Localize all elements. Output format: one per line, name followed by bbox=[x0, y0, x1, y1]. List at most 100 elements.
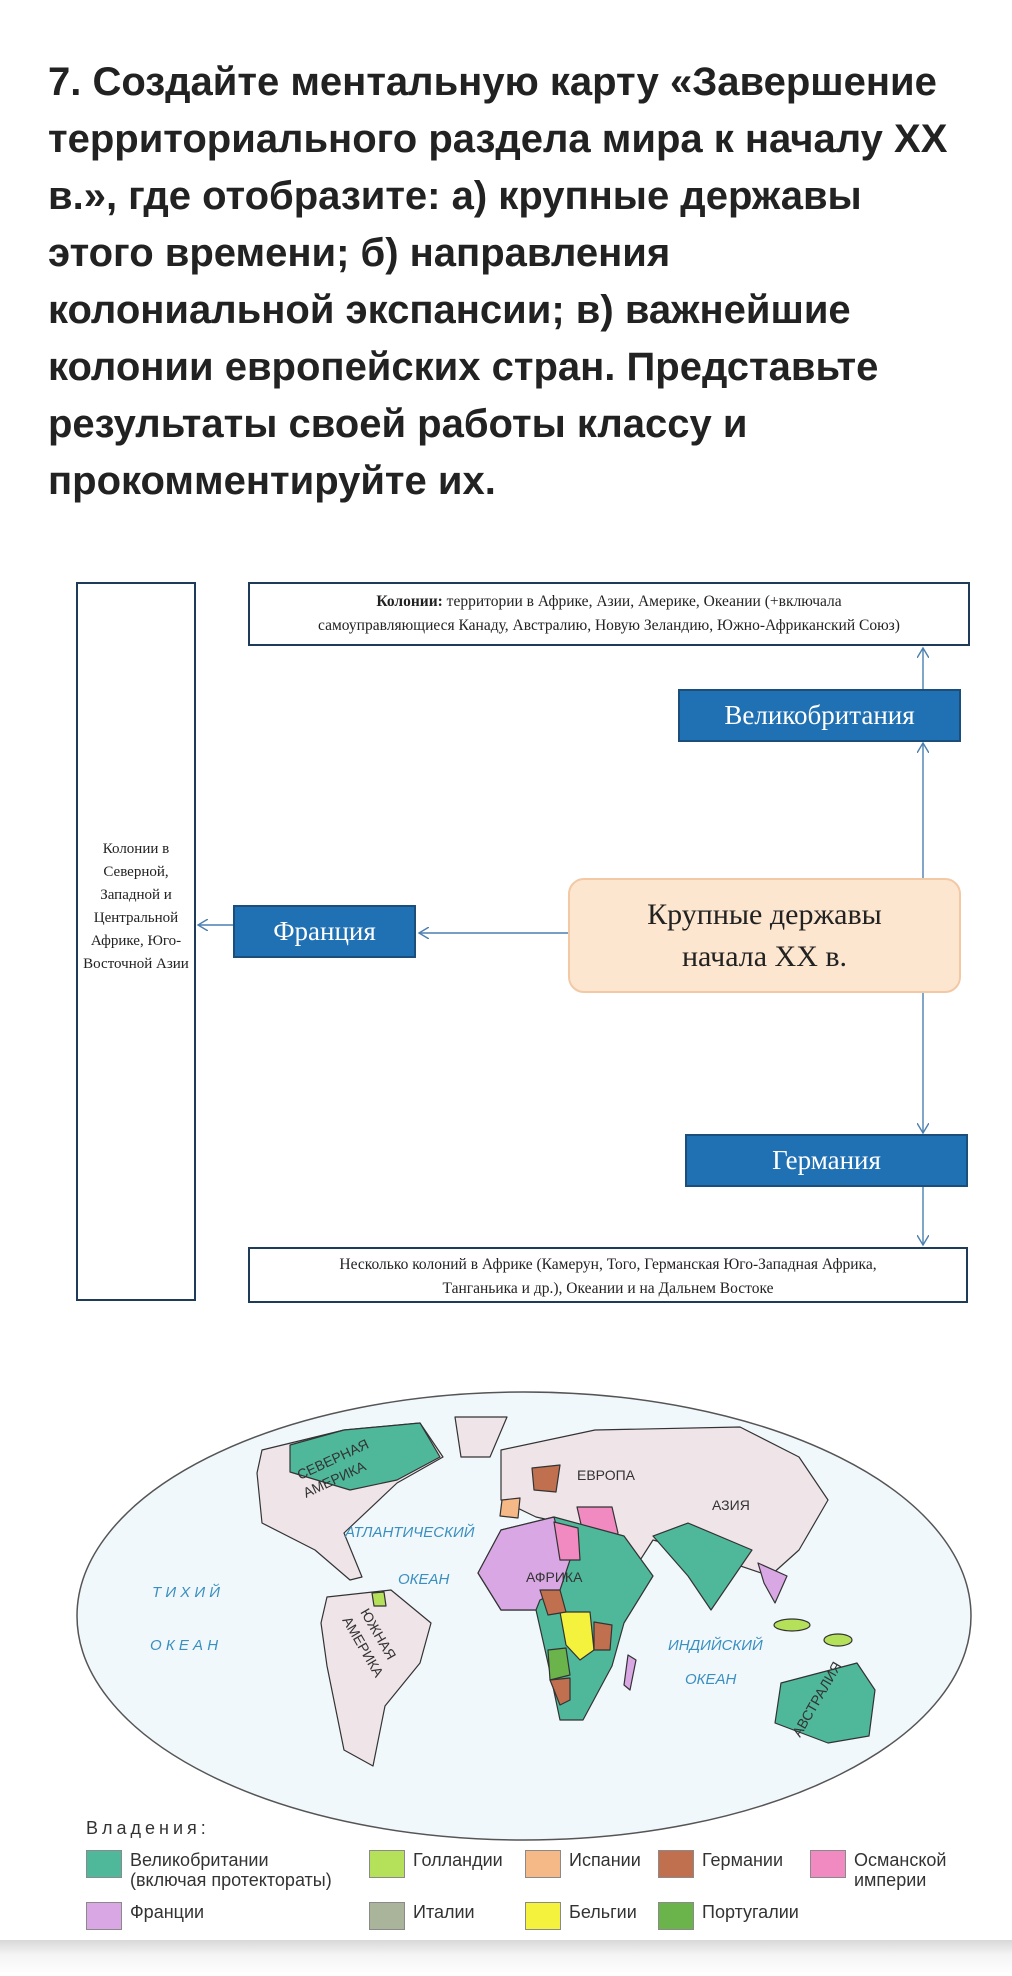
germany-colonies-line: Танганьика и др.), Океании и на Дальнем … bbox=[442, 1280, 774, 1297]
germany-europe bbox=[531, 1464, 561, 1493]
label-indian: ИНДИЙСКИЙ bbox=[668, 1636, 763, 1654]
center-line: Крупные державы bbox=[647, 897, 882, 931]
ottoman bbox=[576, 1506, 619, 1561]
legend-label-line: Османской bbox=[854, 1850, 947, 1870]
africa-germany-east bbox=[593, 1621, 613, 1651]
canada-british bbox=[289, 1422, 441, 1491]
legend-label-line: Германии bbox=[702, 1850, 783, 1870]
legend-label: Голландии bbox=[413, 1850, 503, 1870]
center-node: Крупные державы начала XX в. bbox=[568, 878, 961, 993]
legend-label: Испании bbox=[569, 1850, 641, 1870]
legend-item: Бельгии bbox=[525, 1902, 637, 1930]
france-colonies-text: Колонии в Северной, Западной и Центральн… bbox=[83, 840, 189, 972]
label-australia: АВСТРАЛИЯ bbox=[789, 1659, 845, 1740]
legend-label-line: Италии bbox=[413, 1902, 475, 1922]
label-europe: ЕВРОПА bbox=[577, 1467, 636, 1483]
africa-portugal bbox=[547, 1647, 571, 1681]
legend-swatch bbox=[525, 1902, 561, 1930]
legend-label-line: Бельгии bbox=[569, 1902, 637, 1922]
legend-label-line: Испании bbox=[569, 1850, 641, 1870]
legend-swatch bbox=[369, 1850, 405, 1878]
eurasia bbox=[500, 1426, 829, 1577]
africa-germany-sw bbox=[549, 1677, 571, 1706]
task-line: прокомментируйте их. bbox=[48, 459, 496, 503]
legend-label-line: империи bbox=[854, 1870, 927, 1890]
germany-node: Германия bbox=[685, 1134, 968, 1187]
map-ocean bbox=[76, 1391, 972, 1841]
indochina-french bbox=[757, 1562, 788, 1604]
legend-label: Великобритании(включая протектораты) bbox=[130, 1850, 332, 1890]
indonesia-dutch bbox=[823, 1633, 853, 1647]
legend-swatch bbox=[86, 1850, 122, 1878]
label-north-america: АМЕРИКА bbox=[301, 1458, 369, 1501]
guiana bbox=[371, 1591, 387, 1607]
task-line: колониальной экспансии; в) важнейшие bbox=[48, 288, 851, 332]
legend-label-line: Франции bbox=[130, 1902, 205, 1922]
task-line: результаты своей работы классу и bbox=[48, 402, 748, 446]
diagram-arrows bbox=[0, 0, 1012, 1320]
label-asia: АЗИЯ bbox=[712, 1497, 750, 1513]
legend-label-line: Великобритании bbox=[130, 1850, 269, 1870]
legend-swatch bbox=[658, 1902, 694, 1930]
legend-swatch bbox=[658, 1850, 694, 1878]
legend-label-line: (включая протектораты) bbox=[130, 1870, 332, 1890]
britain-colonies-box: Колонии: территории в Африке, Азии, Амер… bbox=[248, 582, 970, 646]
germany-colonies-box: Несколько колоний в Африке (Камерун, Тог… bbox=[248, 1247, 968, 1303]
task-line: этого времени; б) направления bbox=[48, 231, 671, 275]
legend-label: Бельгии bbox=[569, 1902, 637, 1922]
legend-label: Италии bbox=[413, 1902, 475, 1922]
label-africa: АФРИКА bbox=[526, 1569, 583, 1585]
legend-item: Германии bbox=[658, 1850, 783, 1878]
task-line: в.», где отобразите: а) крупные державы bbox=[48, 174, 862, 218]
spain bbox=[499, 1497, 521, 1519]
label-south-america: ЮЖНАЯ bbox=[357, 1606, 399, 1663]
legend-item: Великобритании(включая протектораты) bbox=[86, 1850, 332, 1890]
greenland bbox=[454, 1416, 508, 1458]
north-america bbox=[256, 1422, 444, 1581]
colonies-bold-label: Колонии: bbox=[376, 593, 443, 610]
legend-swatch bbox=[86, 1902, 122, 1930]
germany-colonies-line: Несколько колоний в Африке (Камерун, Тог… bbox=[339, 1256, 877, 1273]
legend-item: Италии bbox=[369, 1902, 475, 1930]
africa-france bbox=[477, 1516, 571, 1611]
france-node: Франция bbox=[233, 905, 416, 958]
madagascar bbox=[623, 1654, 637, 1691]
task-line: 7. Создайте ментальную карту «Завершение bbox=[48, 60, 937, 104]
britain-node: Великобритания bbox=[678, 689, 961, 742]
legend-label-line: Португалии bbox=[702, 1902, 799, 1922]
legend-item: Португалии bbox=[658, 1902, 799, 1930]
label-atlantic: АТЛАНТИЧЕСКИЙ bbox=[344, 1523, 475, 1541]
australia bbox=[774, 1662, 876, 1744]
legend-label: Португалии bbox=[702, 1902, 799, 1922]
task-line: территориального раздела мира к началу X… bbox=[48, 117, 948, 161]
legend-item: Голландии bbox=[369, 1850, 503, 1878]
legend-swatch bbox=[525, 1850, 561, 1878]
task-line: колонии европейских стран. Представьте bbox=[48, 345, 879, 389]
label-pacific: О К Е А Н bbox=[150, 1637, 218, 1654]
bottom-edge bbox=[0, 1940, 1012, 1976]
legend-label: Франции bbox=[130, 1902, 204, 1922]
label-pacific: Т И Х И Й bbox=[152, 1583, 220, 1601]
legend-swatch bbox=[810, 1850, 846, 1878]
legend-swatch bbox=[369, 1902, 405, 1930]
legend-label-line: Голландии bbox=[413, 1850, 503, 1870]
task-text: 7. Создайте ментальную карту «Завершение… bbox=[48, 54, 998, 510]
africa-belgium bbox=[559, 1611, 595, 1661]
legend-title: Владения: bbox=[86, 1818, 210, 1838]
legend-label: Германии bbox=[702, 1850, 783, 1870]
label-atlantic: ОКЕАН bbox=[398, 1571, 450, 1588]
africa-italy-libya bbox=[553, 1521, 581, 1561]
britain-colonies-line: территории в Африке, Азии, Америке, Океа… bbox=[442, 593, 842, 610]
france-colonies-box: Колонии в Северной, Западной и Центральн… bbox=[76, 582, 196, 1301]
britain-colonies-line: самоуправляющиеся Канаду, Австралию, Нов… bbox=[318, 617, 900, 634]
legend-item: Франции bbox=[86, 1902, 204, 1930]
africa-germany-cameroon bbox=[539, 1589, 567, 1616]
india-british bbox=[652, 1522, 753, 1611]
label-indian: ОКЕАН bbox=[685, 1671, 737, 1688]
indonesia-dutch bbox=[773, 1618, 811, 1632]
label-south-america: АМЕРИКА bbox=[339, 1614, 387, 1681]
south-america bbox=[320, 1589, 432, 1767]
label-north-america: СЕВЕРНАЯ bbox=[295, 1436, 372, 1483]
